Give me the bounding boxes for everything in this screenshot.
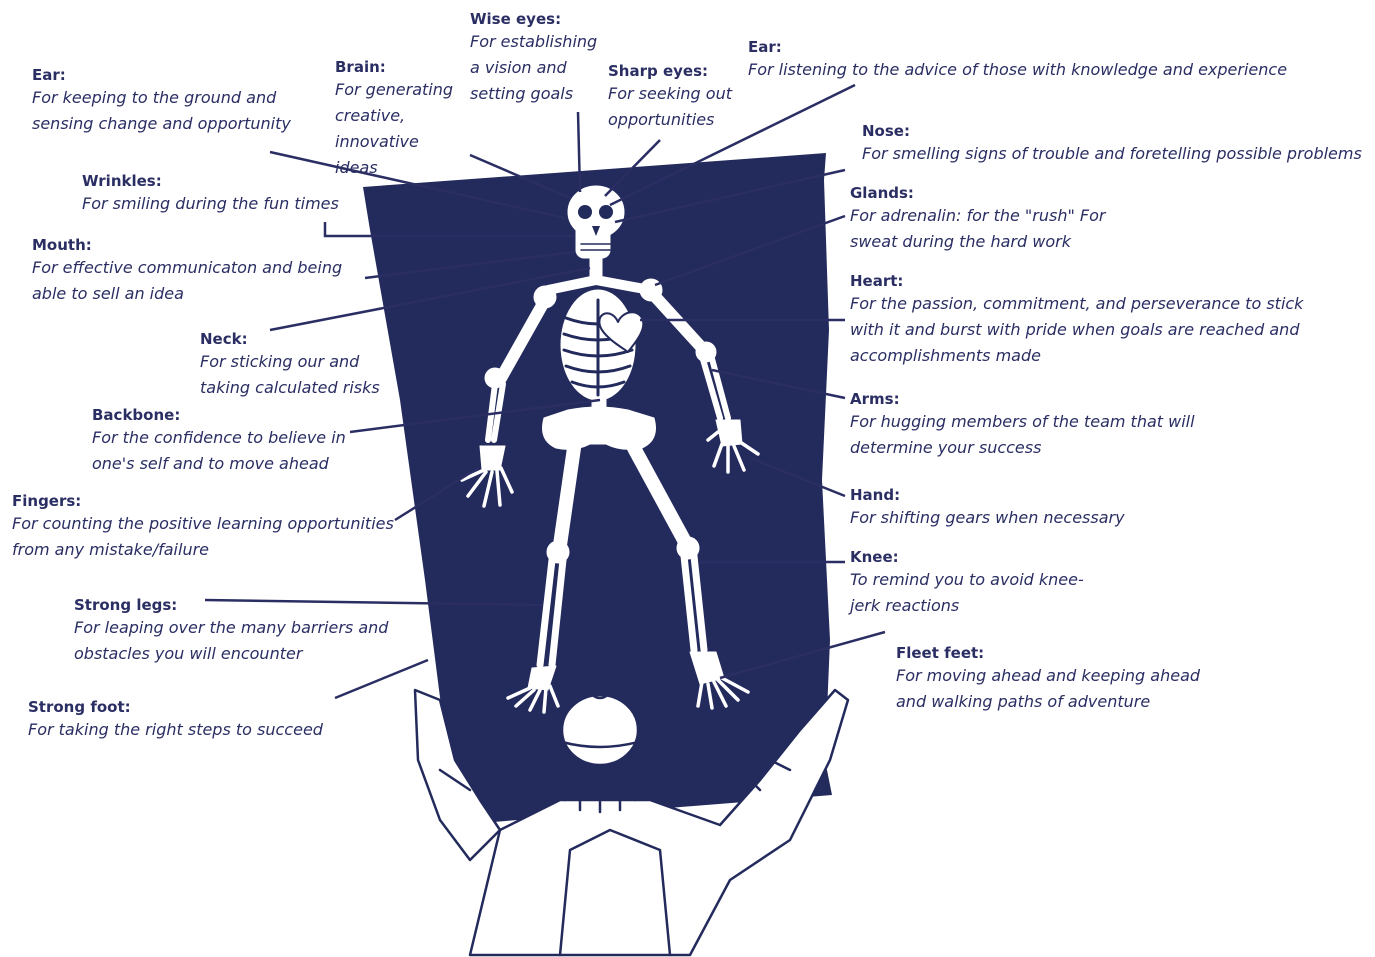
label-title: Fleet feet:: [896, 644, 1231, 663]
label-neck: Neck: For sticking our and taking calcul…: [200, 330, 400, 401]
label-title: Backbone:: [92, 406, 362, 425]
label-heart: Heart: For the passion, commitment, and …: [850, 272, 1320, 369]
label-text: For seeking out opportunities: [608, 81, 743, 133]
label-text: For moving ahead and keeping ahead and w…: [896, 663, 1231, 715]
label-title: Mouth:: [32, 236, 362, 255]
label-title: Heart:: [850, 272, 1320, 291]
label-title: Ear:: [748, 38, 1287, 57]
label-text: For leaping over the many barriers and o…: [74, 615, 419, 667]
label-text: For the confidence to believe in one's s…: [92, 425, 362, 477]
label-mouth: Mouth: For effective communicaton and be…: [32, 236, 362, 307]
label-text: For effective communicaton and being abl…: [32, 255, 362, 307]
label-text: For smiling during the fun times: [82, 191, 339, 217]
label-brain: Brain: For generating creative, innovati…: [335, 58, 465, 181]
label-text: For keeping to the ground and sensing ch…: [32, 85, 312, 137]
label-wrinkles: Wrinkles: For smiling during the fun tim…: [82, 172, 339, 217]
label-hand: Hand: For shifting gears when necessary: [850, 486, 1125, 531]
label-text: For counting the positive learning oppor…: [12, 511, 397, 563]
label-glands: Glands: For adrenalin: for the "rush" Fo…: [850, 184, 1140, 255]
label-text: For smelling signs of trouble and forete…: [862, 141, 1362, 167]
label-fingers: Fingers: For counting the positive learn…: [12, 492, 397, 563]
label-title: Sharp eyes:: [608, 62, 743, 81]
label-title: Glands:: [850, 184, 1140, 203]
label-text: For adrenalin: for the "rush" For sweat …: [850, 203, 1140, 255]
label-title: Fingers:: [12, 492, 397, 511]
label-fleet-feet: Fleet feet: For moving ahead and keeping…: [896, 644, 1231, 715]
label-text: For establishing a vision and setting go…: [470, 29, 605, 107]
label-title: Arms:: [850, 390, 1200, 409]
label-knee: Knee: To remind you to avoid knee-jerk r…: [850, 548, 1095, 619]
label-strong-foot: Strong foot: For taking the right steps …: [28, 698, 323, 743]
label-title: Ear:: [32, 66, 312, 85]
label-title: Nose:: [862, 122, 1362, 141]
label-ear-left: Ear: For keeping to the ground and sensi…: [32, 66, 312, 137]
label-text: For listening to the advice of those wit…: [748, 57, 1287, 83]
label-text: For generating creative, innovative idea…: [335, 77, 465, 181]
label-title: Hand:: [850, 486, 1125, 505]
label-text: To remind you to avoid knee-jerk reactio…: [850, 567, 1095, 619]
label-strong-legs: Strong legs: For leaping over the many b…: [74, 596, 419, 667]
label-wise-eyes: Wise eyes: For establishing a vision and…: [470, 10, 605, 107]
label-backbone: Backbone: For the confidence to believe …: [92, 406, 362, 477]
label-ear-right: Ear: For listening to the advice of thos…: [748, 38, 1287, 83]
label-text: For shifting gears when necessary: [850, 505, 1125, 531]
label-text: For hugging members of the team that wil…: [850, 409, 1200, 461]
label-title: Wrinkles:: [82, 172, 339, 191]
label-title: Wise eyes:: [470, 10, 605, 29]
label-arms: Arms: For hugging members of the team th…: [850, 390, 1200, 461]
label-nose: Nose: For smelling signs of trouble and …: [862, 122, 1362, 167]
label-title: Neck:: [200, 330, 400, 349]
label-title: Strong legs:: [74, 596, 419, 615]
label-text: For taking the right steps to succeed: [28, 717, 323, 743]
label-text: For the passion, commitment, and perseve…: [850, 291, 1320, 369]
label-sharp-eyes: Sharp eyes: For seeking out opportunitie…: [608, 62, 743, 133]
label-title: Knee:: [850, 548, 1095, 567]
label-text: For sticking our and taking calculated r…: [200, 349, 400, 401]
label-title: Strong foot:: [28, 698, 323, 717]
label-title: Brain:: [335, 58, 465, 77]
